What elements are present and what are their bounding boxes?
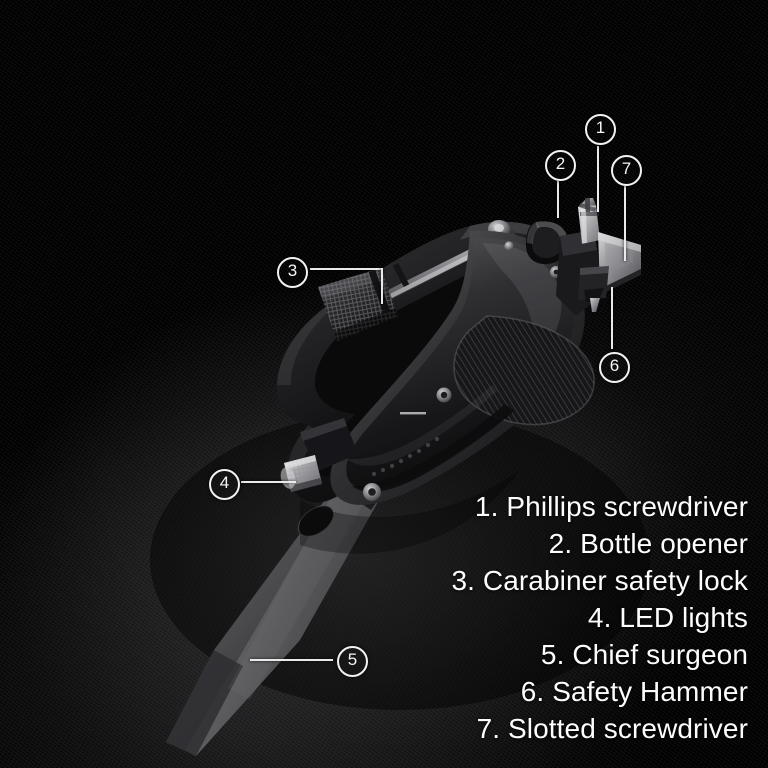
legend-label-7: Slotted screwdriver	[508, 713, 748, 744]
callout-marker-6: 6	[599, 352, 630, 383]
legend-item-6: 6. Safety Hammer	[328, 673, 748, 710]
legend-item-7: 7. Slotted screwdriver	[328, 710, 748, 747]
legend-item-3: 3. Carabiner safety lock	[328, 562, 748, 599]
legend-number-4: 4.	[587, 602, 612, 633]
knife-blade-part	[166, 470, 383, 756]
callout-marker-3: 3	[277, 257, 308, 288]
callout-marker-2: 2	[545, 150, 576, 181]
legend-label-6: Safety Hammer	[552, 676, 748, 707]
legend-number-7: 7.	[476, 713, 501, 744]
leader-line-1	[597, 146, 599, 212]
leader-line-7	[624, 186, 626, 261]
feature-legend: 1. Phillips screwdriver 2. Bottle opener…	[328, 488, 748, 747]
legend-item-2: 2. Bottle opener	[328, 525, 748, 562]
legend-number-1: 1.	[474, 491, 499, 522]
handle-body-part	[330, 230, 595, 505]
legend-number-6: 6.	[520, 676, 545, 707]
callout-marker-1: 1	[585, 114, 616, 145]
legend-label-2: Bottle opener	[580, 528, 748, 559]
legend-label-3: Carabiner safety lock	[482, 565, 748, 596]
callout-marker-5: 5	[337, 646, 368, 677]
legend-number-5: 5.	[540, 639, 565, 670]
leader-line-4	[241, 481, 296, 483]
callout-marker-4: 4	[209, 469, 240, 500]
leader-line-5	[250, 659, 333, 661]
legend-number-3: 3.	[451, 565, 475, 596]
legend-label-1: Phillips screwdriver	[506, 491, 748, 522]
leader-line-3-vertical	[381, 268, 383, 304]
legend-item-5: 5. Chief surgeon	[328, 636, 748, 673]
legend-label-4: LED lights	[619, 602, 748, 633]
legend-number-2: 2.	[548, 528, 573, 559]
legend-label-5: Chief surgeon	[572, 639, 748, 670]
legend-item-4: 4. LED lights	[328, 599, 748, 636]
leader-line-3-horizontal	[310, 268, 383, 270]
leader-line-6	[611, 287, 613, 349]
legend-item-1: 1. Phillips screwdriver	[328, 488, 748, 525]
leader-line-2	[557, 181, 559, 218]
tool-head-part	[556, 198, 641, 316]
callout-marker-7: 7	[611, 155, 642, 186]
